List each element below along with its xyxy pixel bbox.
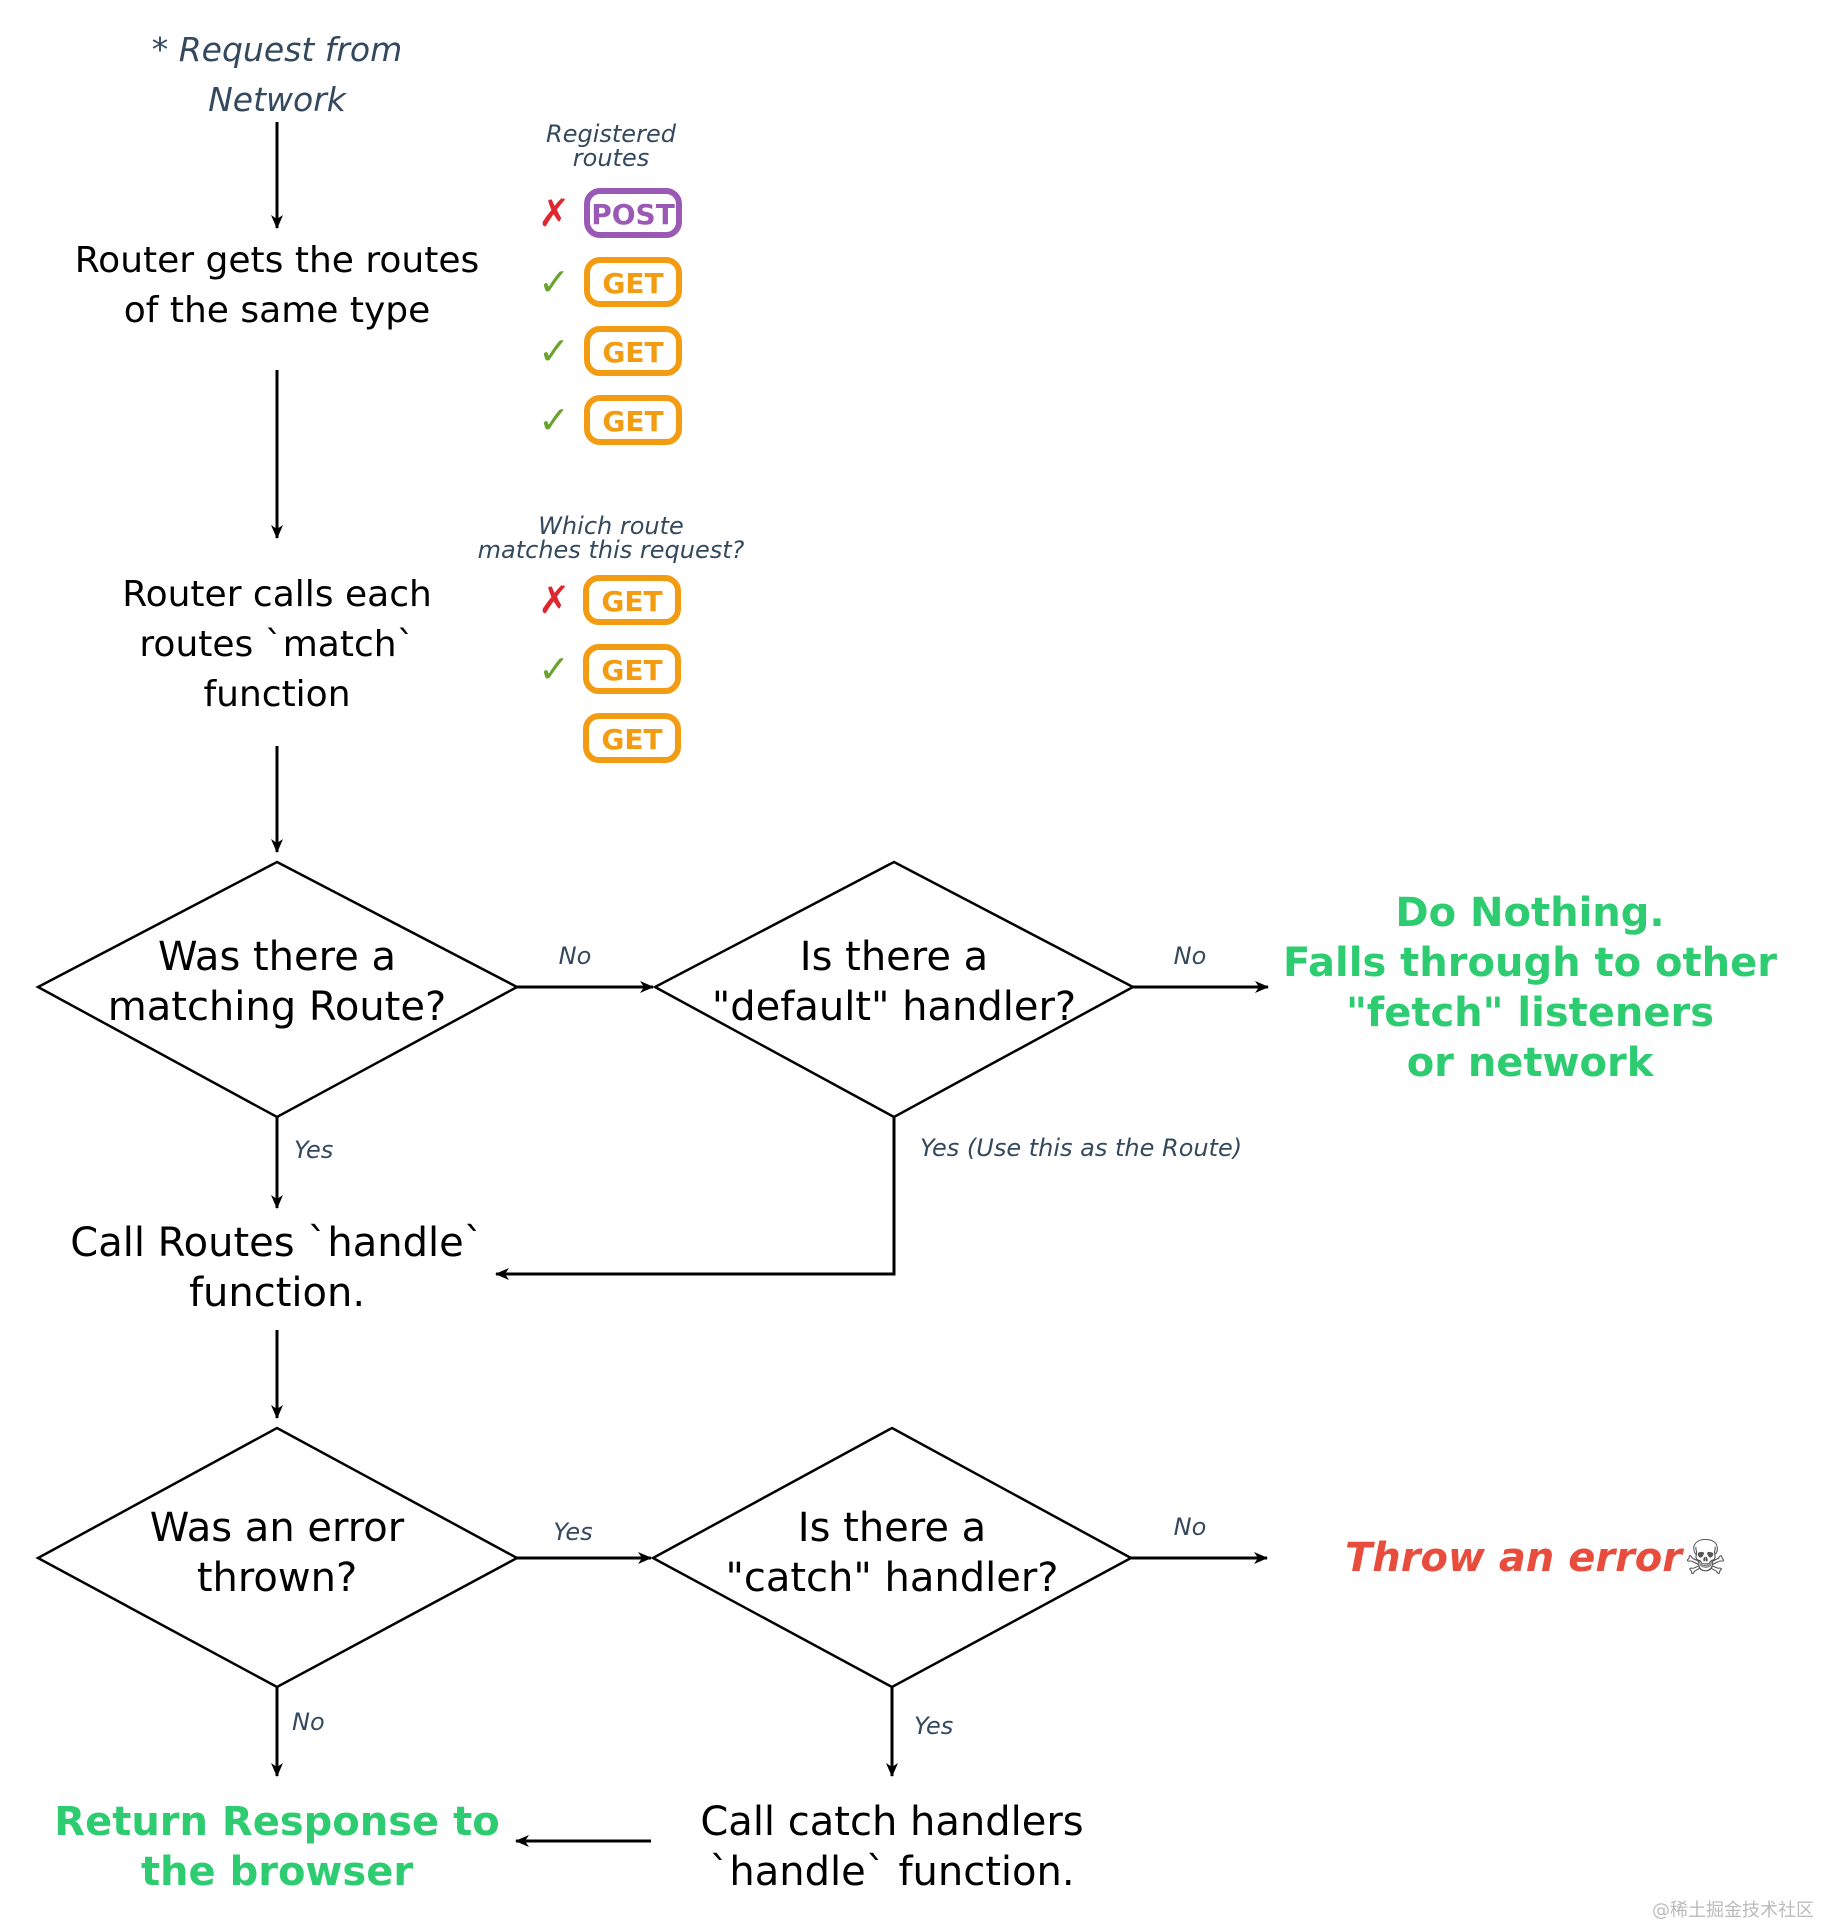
route-pill-post: POST bbox=[584, 188, 682, 238]
outcome-return-response-line-2: the browser bbox=[140, 1849, 414, 1895]
registered-caption-line-2: routes bbox=[572, 144, 650, 172]
decision-catch-handler-line-1: Is there a bbox=[797, 1505, 987, 1551]
decision-error-thrown-line-2: thrown? bbox=[196, 1555, 358, 1601]
route-pill-get: GET bbox=[584, 395, 682, 445]
step-get-routes-line-1: Router gets the routes bbox=[74, 240, 480, 281]
edge-label-error-yes: Yes bbox=[553, 1518, 593, 1546]
decision-default-handler-line-1: Is there a bbox=[799, 934, 989, 980]
outcome-do-nothing-line-1: Do Nothing. bbox=[1395, 890, 1665, 936]
registered-caption: Registered routes bbox=[511, 122, 711, 170]
decision-default-handler: Is there a "default" handler? bbox=[674, 932, 1114, 1032]
accept-icon: ✓ bbox=[538, 260, 570, 304]
arrow-default-yes bbox=[495, 1117, 896, 1280]
step-call-catch: Call catch handlers `handle` function. bbox=[652, 1797, 1132, 1897]
outcome-do-nothing-line-2: Falls through to other bbox=[1283, 940, 1777, 986]
decision-matching-route-line-1: Was there a bbox=[157, 934, 397, 980]
outcome-throw-error: Throw an error bbox=[1344, 1535, 1682, 1581]
edge-label-matching-yes: Yes bbox=[294, 1136, 334, 1164]
outcome-do-nothing-line-4: or network bbox=[1406, 1040, 1654, 1086]
edge-label-catch-yes: Yes bbox=[914, 1712, 954, 1740]
step-get-routes-line-2: of the same type bbox=[123, 290, 431, 331]
decision-catch-handler: Is there a "catch" handler? bbox=[672, 1503, 1112, 1603]
edge-label-matching-no: No bbox=[558, 942, 592, 970]
route-pill-get: GET bbox=[583, 575, 681, 625]
skull-crossbones-icon: ☠ bbox=[1684, 1530, 1728, 1586]
step-call-handle-line-1: Call Routes `handle` bbox=[70, 1220, 484, 1266]
reject-icon: ✗ bbox=[538, 578, 570, 622]
start-line-2: Network bbox=[208, 80, 346, 119]
step-call-handle-line-2: function. bbox=[188, 1270, 366, 1316]
edge-label-default-yes: Yes (Use this as the Route) bbox=[920, 1134, 1243, 1162]
start-node: * Request from Network bbox=[77, 25, 477, 125]
step-call-match-line-1: Router calls each bbox=[122, 574, 432, 615]
step-call-catch-line-2: `handle` function. bbox=[709, 1849, 1075, 1895]
accept-icon: ✓ bbox=[538, 398, 570, 442]
route-pill-get: GET bbox=[584, 326, 682, 376]
edge-label-catch-no: No bbox=[1173, 1513, 1207, 1541]
edge-label-default-no: No bbox=[1173, 942, 1207, 970]
decision-default-handler-line-2: "default" handler? bbox=[711, 984, 1077, 1030]
route-pill-get: GET bbox=[583, 644, 681, 694]
outcome-do-nothing: Do Nothing. Falls through to other "fetc… bbox=[1250, 888, 1810, 1088]
matching-caption: Which route matches this request? bbox=[461, 514, 761, 562]
registered-caption-line-1: Registered bbox=[546, 120, 676, 148]
matching-caption-line-2: matches this request? bbox=[477, 536, 745, 564]
outcome-return-response-line-1: Return Response to bbox=[54, 1799, 500, 1845]
route-pill-get: GET bbox=[584, 257, 682, 307]
outcome-do-nothing-line-3: "fetch" listeners bbox=[1345, 990, 1715, 1036]
decision-matching-route: Was there a matching Route? bbox=[77, 932, 477, 1032]
start-line-1: * Request from bbox=[151, 30, 403, 69]
watermark: @稀土掘金技术社区 bbox=[1652, 1900, 1814, 1921]
reject-icon: ✗ bbox=[538, 191, 570, 235]
decision-matching-route-line-2: matching Route? bbox=[107, 984, 447, 1030]
decision-error-thrown: Was an error thrown? bbox=[77, 1503, 477, 1603]
step-call-catch-line-1: Call catch handlers bbox=[700, 1799, 1084, 1845]
step-call-match-line-3: function bbox=[203, 674, 351, 715]
route-pill-get: GET bbox=[583, 713, 681, 763]
matching-caption-line-1: Which route bbox=[538, 512, 684, 540]
outcome-return-response: Return Response to the browser bbox=[17, 1797, 537, 1897]
accept-icon: ✓ bbox=[538, 647, 570, 691]
decision-error-thrown-line-1: Was an error bbox=[149, 1505, 405, 1551]
decision-catch-handler-line-2: "catch" handler? bbox=[725, 1555, 1059, 1601]
step-call-handle: Call Routes `handle` function. bbox=[37, 1218, 517, 1318]
accept-icon: ✓ bbox=[538, 329, 570, 373]
step-get-routes: Router gets the routes of the same type bbox=[37, 236, 517, 336]
edge-label-error-no: No bbox=[292, 1708, 325, 1736]
step-call-match-line-2: routes `match` bbox=[139, 624, 415, 665]
step-call-match: Router calls each routes `match` functio… bbox=[77, 570, 477, 720]
